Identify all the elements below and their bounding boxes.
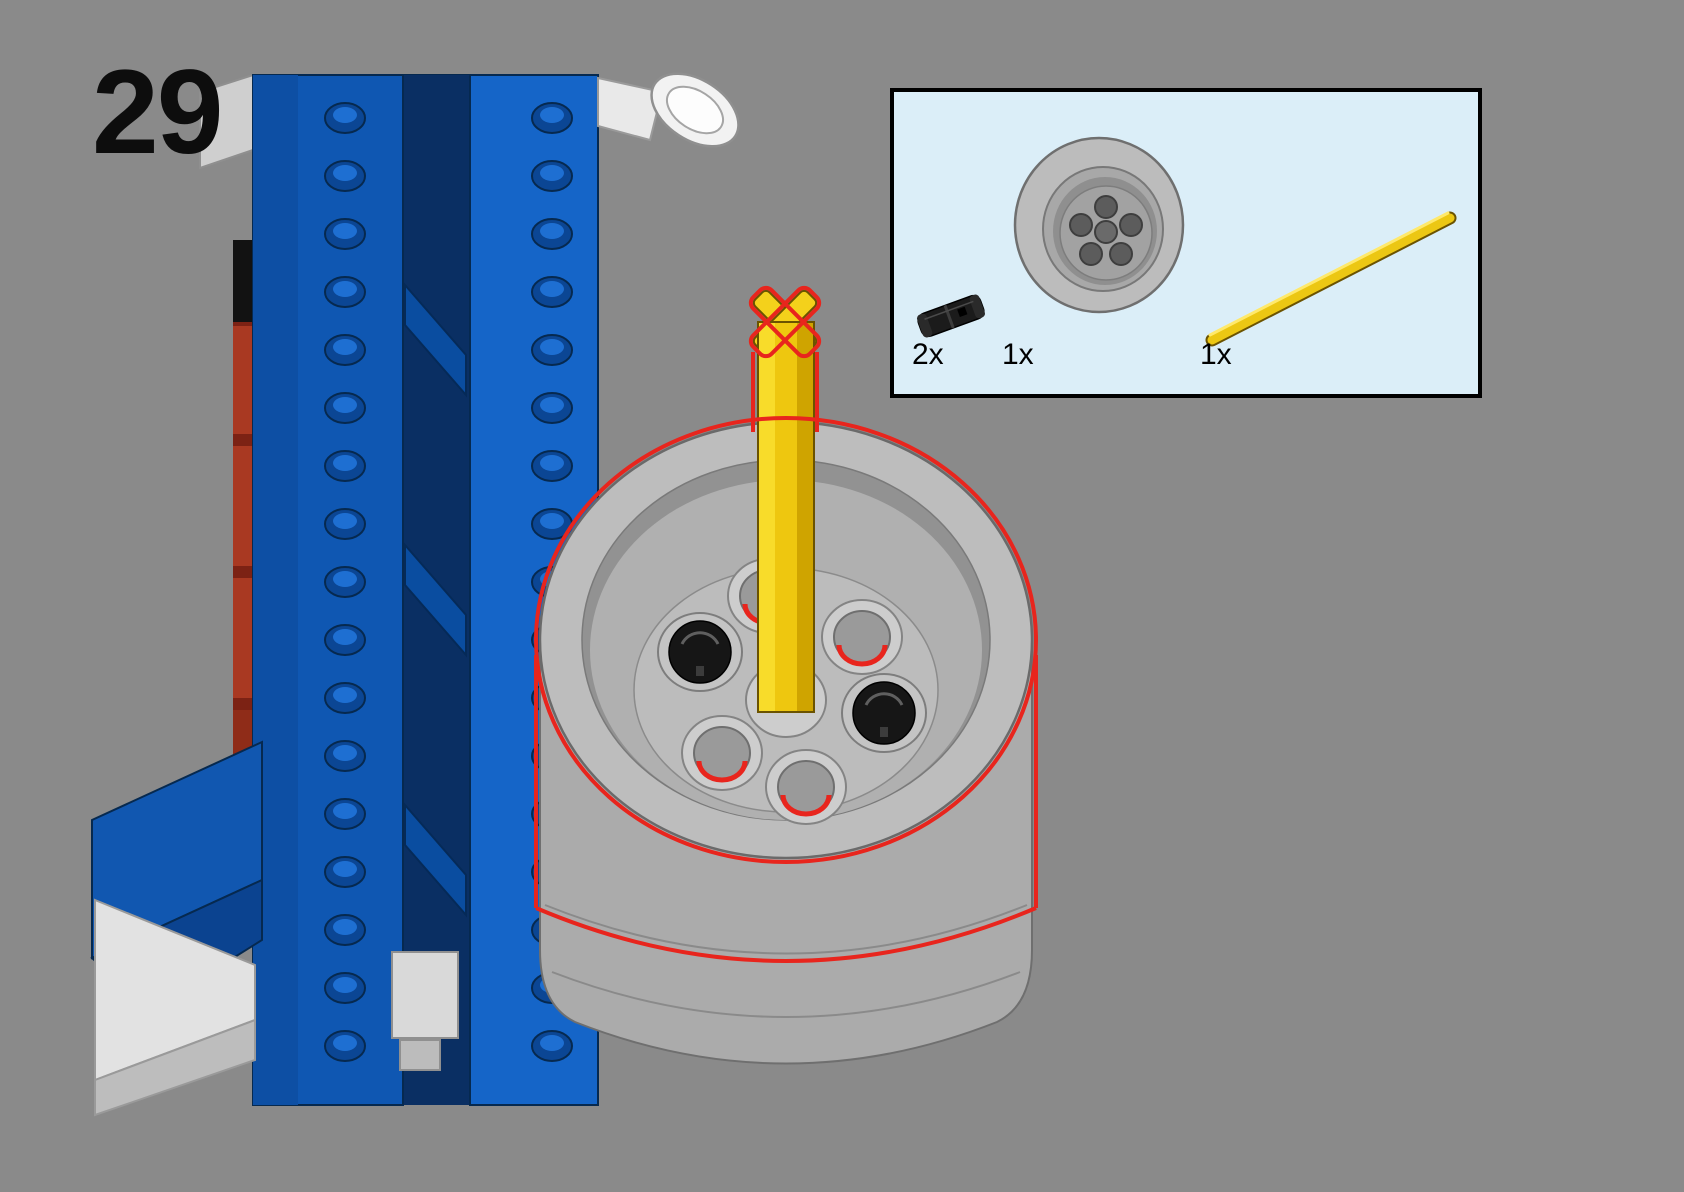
step-number: 29 bbox=[92, 45, 223, 179]
yellow-axle bbox=[752, 289, 818, 713]
bottom-left-wedges bbox=[90, 740, 263, 1117]
axle-icon bbox=[1205, 211, 1457, 347]
parts-illustration bbox=[917, 136, 1457, 347]
part-count-pin: 2x bbox=[912, 338, 944, 371]
drum-wheel-icon bbox=[1013, 136, 1185, 314]
white-cylinder bbox=[650, 72, 740, 148]
black-pin-in-hole bbox=[656, 611, 744, 693]
blue-beam-left bbox=[252, 74, 404, 1106]
parts-callout-box: 2x 1x 1x bbox=[890, 88, 1482, 398]
part-count-wheel: 1x bbox=[1002, 338, 1034, 371]
white-bracket bbox=[597, 76, 664, 142]
pin-connector-icon bbox=[917, 294, 985, 338]
center-channel bbox=[403, 75, 470, 1105]
black-pin-in-hole bbox=[840, 672, 928, 754]
part-count-axle: 1x bbox=[1200, 338, 1232, 371]
gray-drum bbox=[534, 285, 1038, 1065]
red-highlight-outline bbox=[534, 285, 1038, 963]
gray-bottom-pieces bbox=[391, 951, 459, 1071]
